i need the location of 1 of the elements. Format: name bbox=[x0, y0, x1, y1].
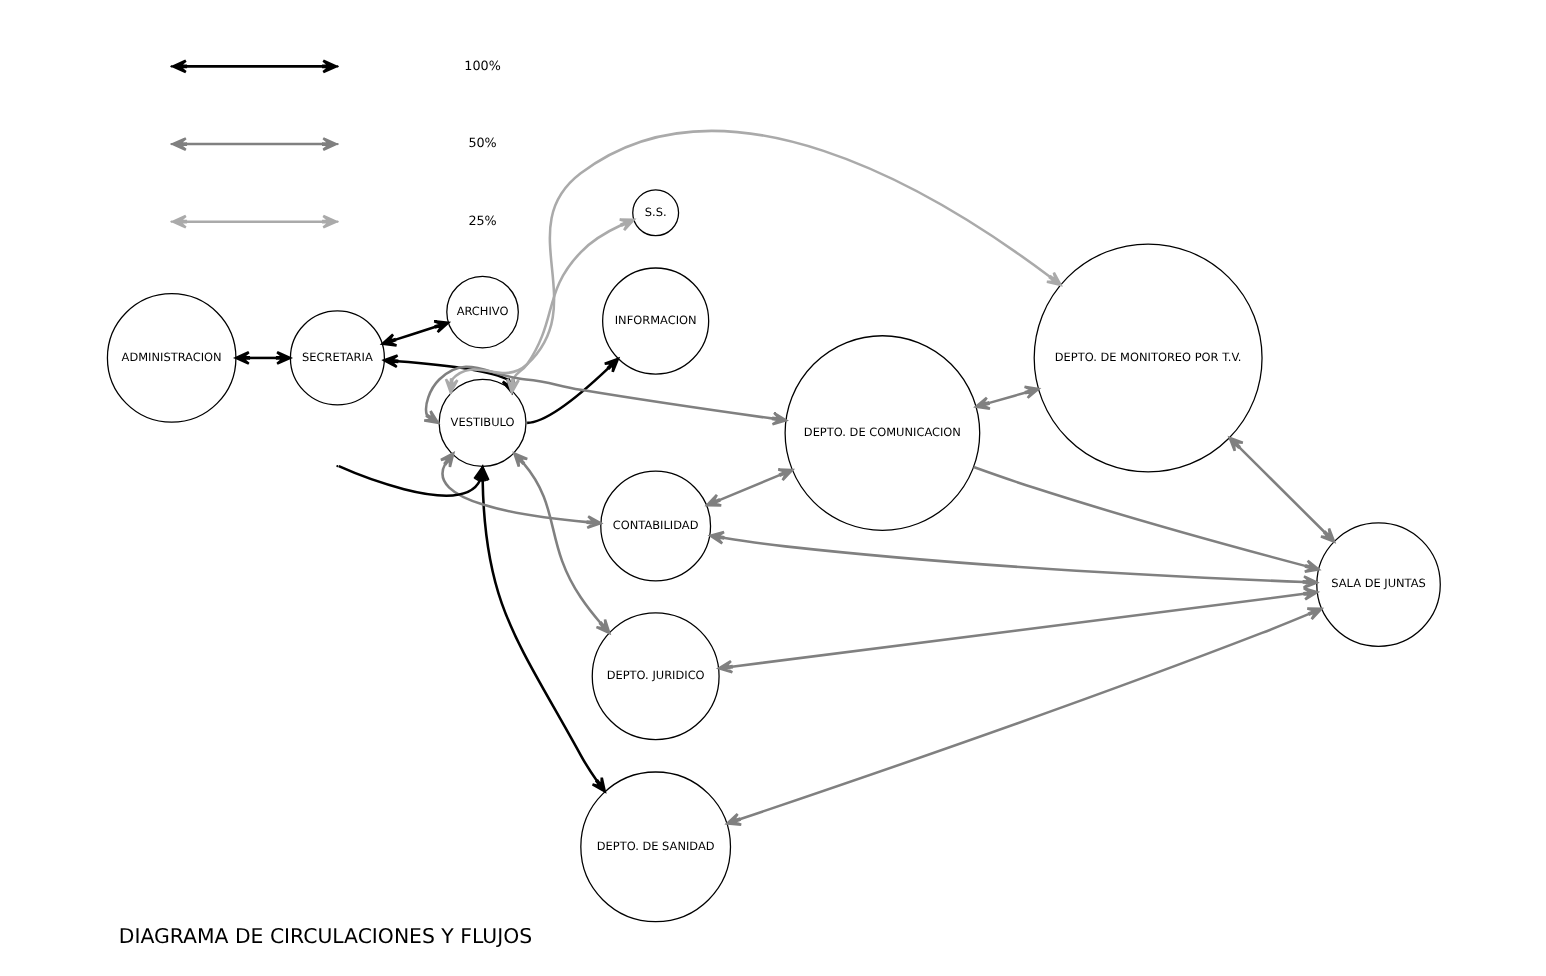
diagram-title: DIAGRAMA DE CIRCULACIONES Y FLUJOS bbox=[117, 926, 532, 949]
